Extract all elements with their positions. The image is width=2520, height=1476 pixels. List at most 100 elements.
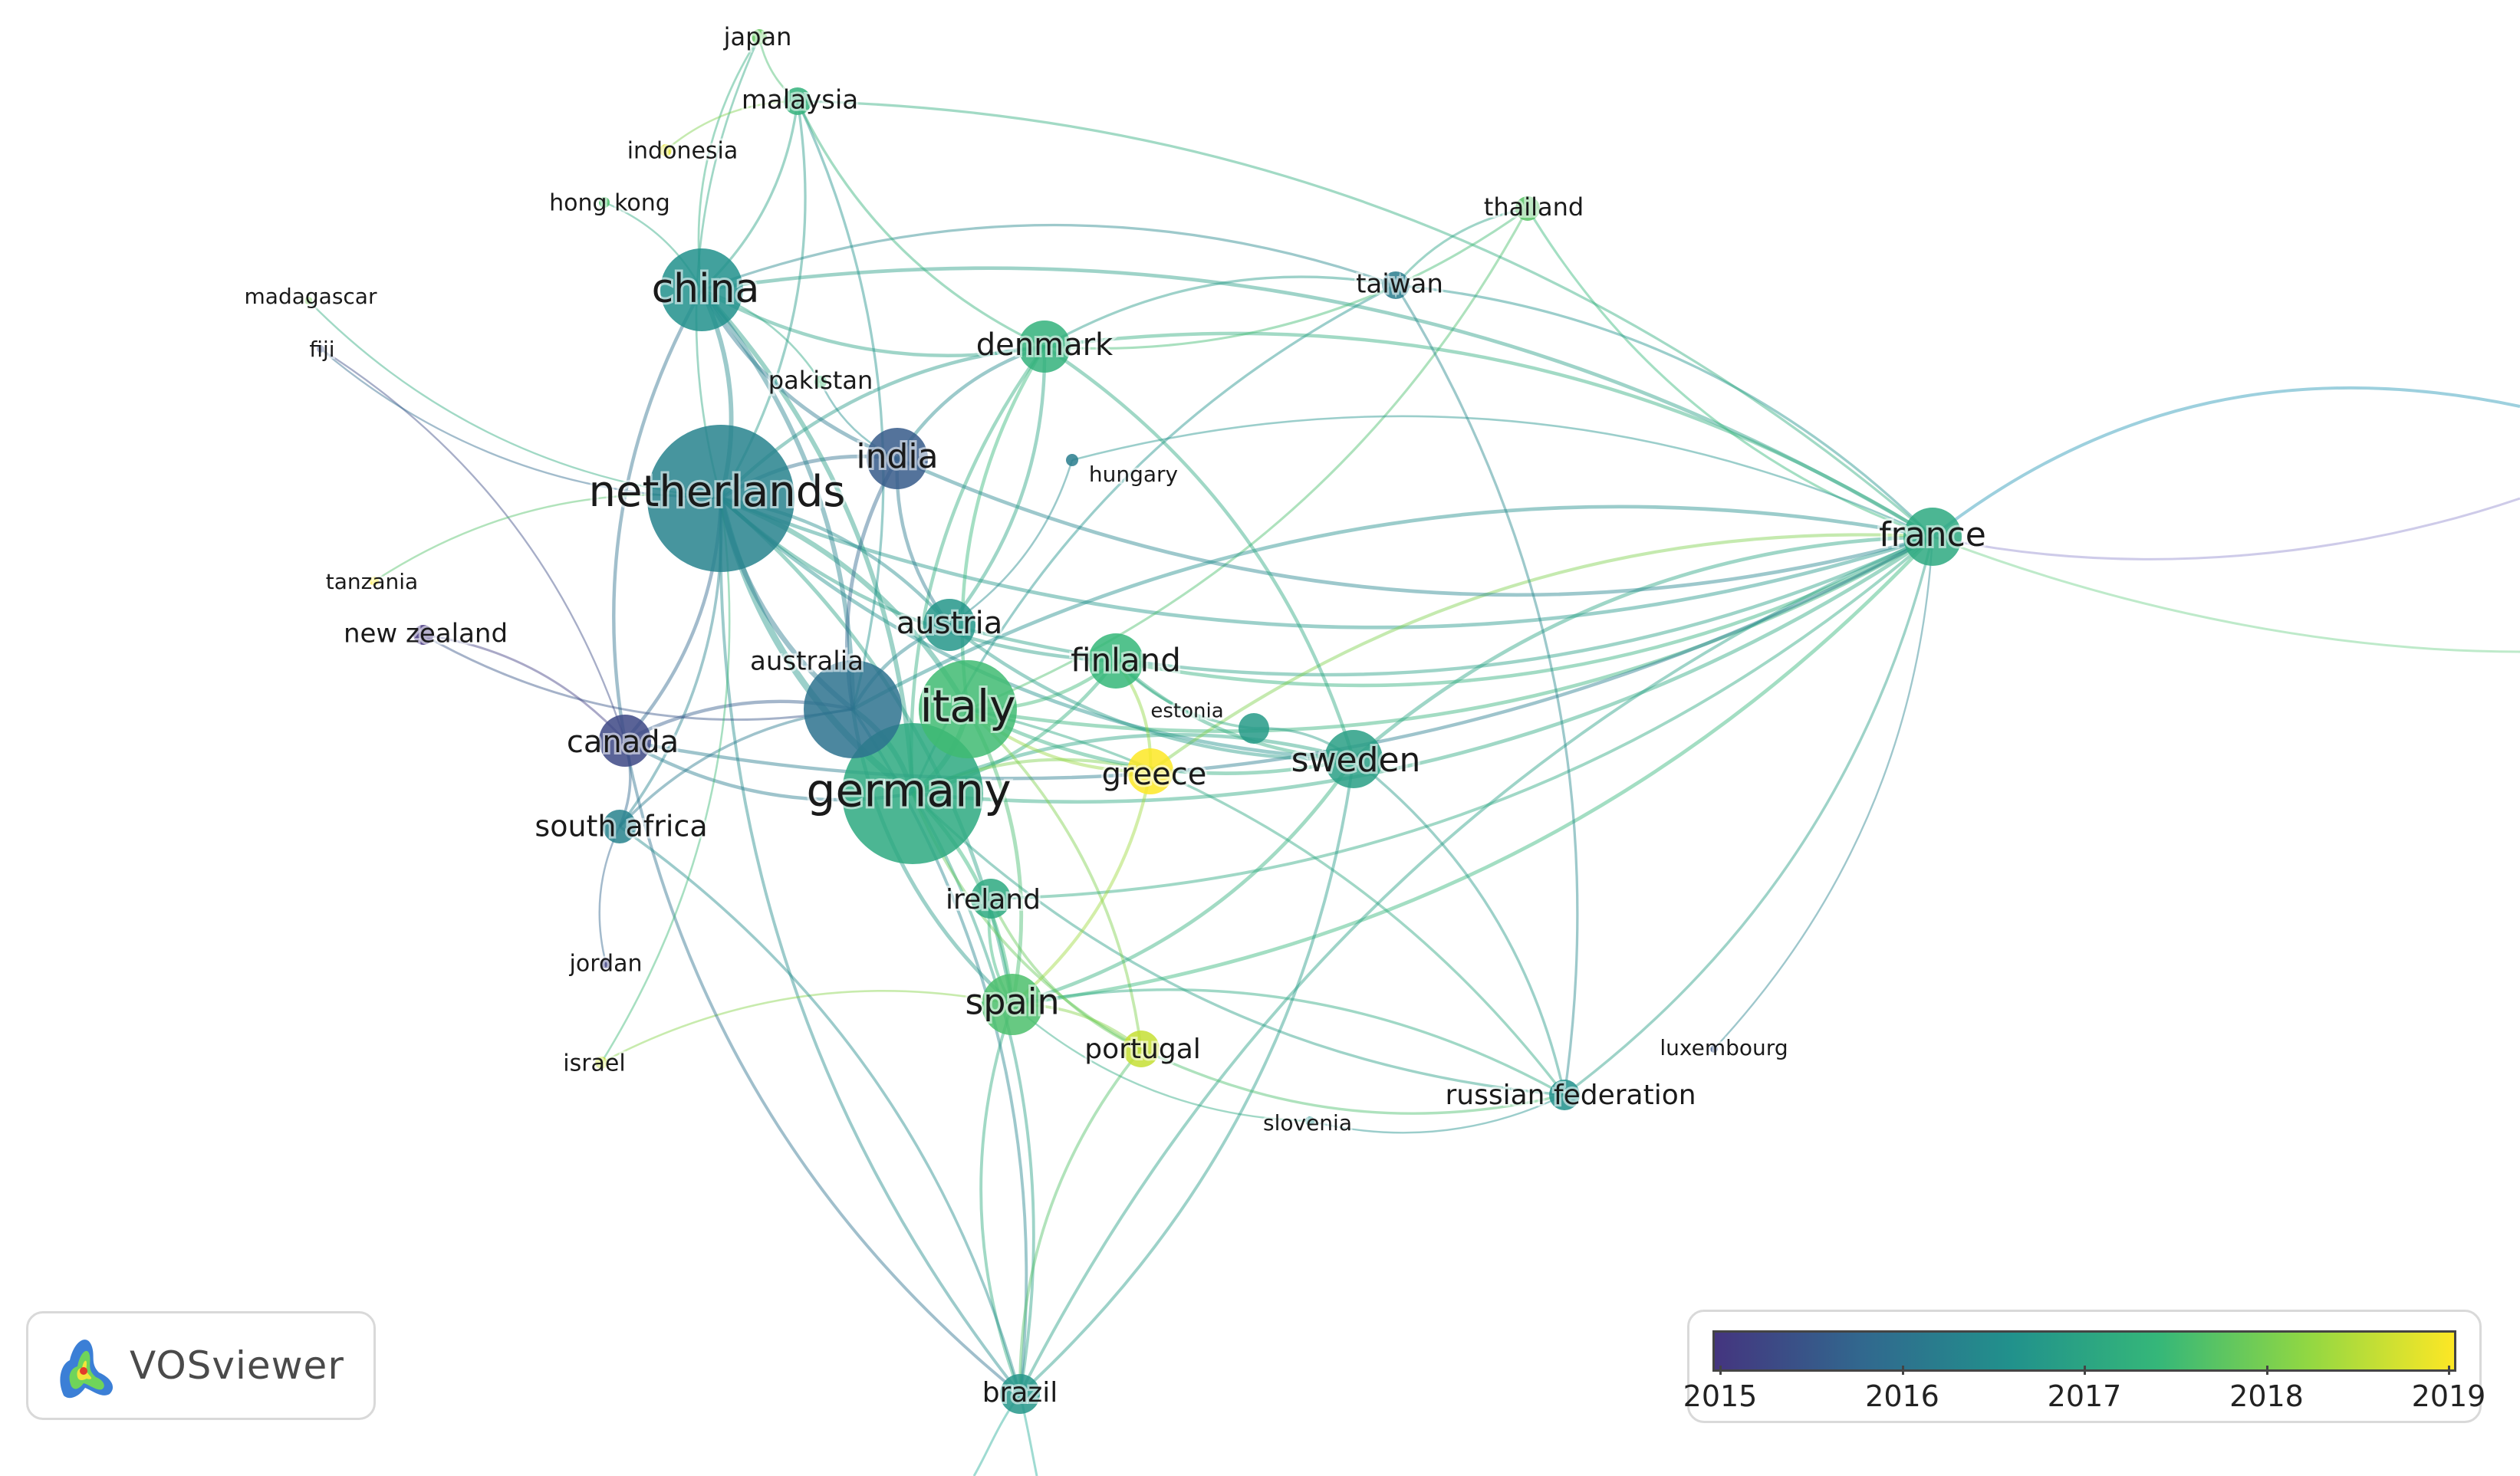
label-ireland[interactable]: ireland (943, 882, 1043, 918)
node-brazil[interactable] (1000, 1374, 1040, 1414)
label-pakistan[interactable]: pakistan (766, 363, 875, 397)
node-italy[interactable] (919, 660, 1017, 758)
network-link (423, 633, 627, 741)
network-link (990, 535, 1934, 900)
label-italy[interactable]: italy (918, 678, 1018, 735)
network-link (320, 348, 627, 741)
network-link (1044, 331, 1934, 538)
label-south-africa[interactable]: south africa (532, 807, 709, 846)
node-sweden[interactable] (1324, 730, 1383, 788)
node-tanzania[interactable] (370, 577, 379, 586)
node-france[interactable] (1903, 508, 1962, 566)
node-russian-federation[interactable] (1549, 1080, 1580, 1110)
node-madagascar[interactable] (304, 297, 312, 304)
node-thailand[interactable] (1515, 196, 1540, 221)
label-finland[interactable]: finland (1068, 639, 1183, 682)
node-jordan[interactable] (600, 958, 611, 968)
node-taiwan[interactable] (1382, 271, 1410, 299)
network-link (1932, 497, 2520, 560)
node-hong-kong[interactable] (599, 197, 610, 208)
network-link (1352, 758, 1566, 1096)
label-sweden[interactable]: sweden (1289, 738, 1423, 782)
network-link (1394, 207, 1528, 287)
node-india[interactable] (867, 428, 928, 489)
node-japan[interactable] (752, 29, 767, 44)
network-link (851, 505, 1933, 712)
network-link (979, 1004, 1021, 1395)
network-link (1044, 207, 1528, 350)
label-thailand[interactable]: thailand (1482, 190, 1586, 224)
network-link (699, 288, 915, 794)
label-japan[interactable]: japan (721, 20, 794, 54)
network-link (598, 826, 621, 964)
label-malaysia[interactable]: malaysia (739, 83, 860, 118)
network-link (719, 497, 1354, 761)
node-germany[interactable] (842, 723, 983, 864)
network-link (1018, 758, 1355, 1395)
node-israel[interactable] (595, 1057, 607, 1069)
network-link (1012, 1004, 1311, 1123)
network-link (967, 208, 1529, 711)
label-indonesia[interactable]: indonesia (625, 136, 741, 167)
label-tanzania[interactable]: tanzania (324, 567, 420, 597)
label-denmark[interactable]: denmark (974, 325, 1116, 365)
network-link (665, 100, 798, 151)
node-malaysia[interactable] (784, 87, 811, 115)
label-israel[interactable]: israel (561, 1048, 627, 1080)
network-link (701, 223, 1397, 291)
node-hungary[interactable] (1066, 454, 1078, 466)
node-slovenia[interactable] (1305, 1116, 1314, 1126)
label-hungary[interactable]: hungary (1087, 459, 1180, 489)
label-slovenia[interactable]: slovenia (1261, 1108, 1354, 1138)
node-china[interactable] (660, 248, 743, 331)
label-new-zealand[interactable]: new zealand (341, 616, 510, 652)
label-taiwan[interactable]: taiwan (1354, 267, 1446, 302)
network-link (911, 792, 1565, 1096)
node-greece[interactable] (1127, 748, 1173, 794)
node-netherlands[interactable] (647, 425, 794, 572)
label-austria[interactable]: austria (894, 603, 1005, 643)
label-greece[interactable]: greece (1100, 754, 1209, 794)
node-spain[interactable] (982, 974, 1043, 1035)
node-austria[interactable] (923, 599, 975, 651)
label-canada[interactable]: canada (564, 722, 681, 762)
label-australia[interactable]: australia (748, 644, 866, 679)
node-portugal[interactable] (1123, 1031, 1160, 1067)
node-indonesia[interactable] (660, 144, 672, 156)
node-estonia[interactable] (1239, 713, 1269, 744)
network-link (1149, 533, 1933, 773)
label-jordan[interactable]: jordan (567, 948, 645, 980)
network-link (1394, 284, 1579, 1096)
node-south-africa[interactable] (603, 810, 637, 843)
node-finland[interactable] (1088, 633, 1143, 689)
label-china[interactable]: china (650, 264, 762, 314)
label-estonia[interactable]: estonia (1148, 698, 1225, 725)
label-france[interactable]: france (1877, 513, 1989, 557)
label-portugal[interactable]: portugal (1082, 1031, 1203, 1067)
node-australia[interactable] (804, 660, 902, 758)
node-canada[interactable] (599, 715, 651, 767)
label-netherlands[interactable]: netherlands (587, 465, 848, 519)
label-germany[interactable]: germany (804, 762, 1013, 820)
network-nodes (304, 29, 1962, 1414)
label-hong-kong[interactable]: hong kong (547, 188, 673, 219)
label-fiji[interactable]: fiji (307, 334, 337, 364)
network-link (911, 793, 1035, 1395)
label-russian-federation[interactable]: russian federation (1443, 1077, 1698, 1113)
label-spain[interactable]: spain (962, 979, 1061, 1025)
node-pakistan[interactable] (814, 376, 827, 388)
node-ireland[interactable] (971, 879, 1011, 919)
network-link (624, 535, 1934, 781)
network-link (989, 898, 1142, 1050)
node-fiji[interactable] (317, 345, 324, 353)
network-link (1932, 535, 2520, 653)
label-brazil[interactable]: brazil (980, 1375, 1061, 1411)
node-new-zealand[interactable] (413, 625, 433, 645)
label-india[interactable]: india (854, 435, 940, 478)
label-madagascar[interactable]: madagascar (242, 281, 380, 311)
legend-label-2016: 2016 (1865, 1379, 1939, 1413)
node-denmark[interactable] (1018, 321, 1071, 373)
label-luxembourg[interactable]: luxembourg (1657, 1033, 1790, 1063)
node-luxembourg[interactable] (1710, 1045, 1718, 1053)
